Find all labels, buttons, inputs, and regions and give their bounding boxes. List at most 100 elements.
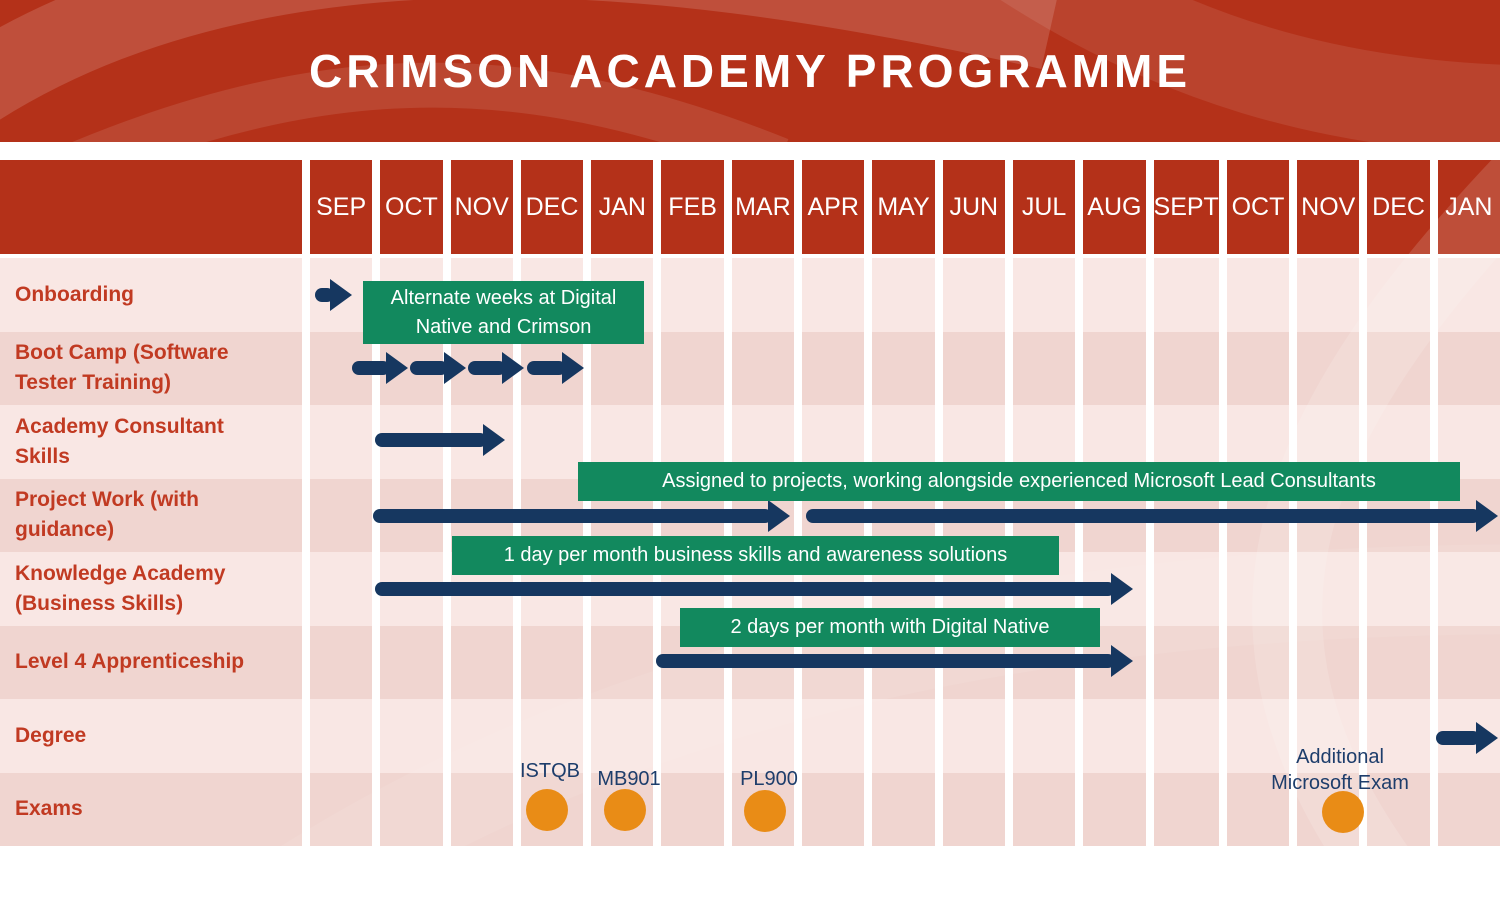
grid-cell xyxy=(1153,478,1219,552)
grid-cell xyxy=(802,625,865,699)
grid-cell xyxy=(1012,772,1076,846)
grid-cell xyxy=(1226,331,1290,405)
grid-cell xyxy=(872,478,935,552)
grid-cell xyxy=(872,331,935,405)
grid-cell xyxy=(1367,552,1430,626)
grid-cell xyxy=(380,478,443,552)
grid-cell xyxy=(1297,478,1360,552)
grid-cell xyxy=(731,405,795,479)
grid-cell xyxy=(450,331,513,405)
row-label: Academy Consultant Skills xyxy=(0,405,302,479)
grid-cell xyxy=(802,699,865,773)
grid-cell xyxy=(520,552,584,626)
grid-cell xyxy=(731,772,795,846)
grid-cell xyxy=(380,405,443,479)
grid-cell xyxy=(942,478,1005,552)
month-header-8: MAY xyxy=(872,160,935,258)
grid-cell xyxy=(1367,625,1430,699)
grid-cell xyxy=(731,331,795,405)
grid-cell xyxy=(1012,405,1076,479)
grid-cell xyxy=(661,772,724,846)
grid-cell xyxy=(731,258,795,332)
grid-cell xyxy=(1437,331,1500,405)
grid-cell xyxy=(661,478,724,552)
grid-cell xyxy=(942,405,1005,479)
grid-cell xyxy=(802,478,865,552)
month-header-1: OCT xyxy=(380,160,443,258)
month-header-11: AUG xyxy=(1083,160,1146,258)
grid-cell xyxy=(1153,258,1219,332)
grid-cell xyxy=(1012,331,1076,405)
grid-cell xyxy=(1083,625,1146,699)
grid-cell xyxy=(1226,772,1290,846)
grid-cell xyxy=(380,552,443,626)
month-header-15: DEC xyxy=(1367,160,1430,258)
grid-cell xyxy=(661,699,724,773)
grid-cell xyxy=(450,552,513,626)
grid-cell xyxy=(1367,772,1430,846)
month-header-0: SEP xyxy=(310,160,373,258)
grid-cell xyxy=(1297,625,1360,699)
grid-cell xyxy=(1153,331,1219,405)
grid-cell xyxy=(310,405,373,479)
month-header-2: NOV xyxy=(450,160,513,258)
grid-cell xyxy=(1012,625,1076,699)
grid-cell xyxy=(591,405,654,479)
grid-cell xyxy=(1012,258,1076,332)
grid-cell xyxy=(731,552,795,626)
month-header-3: DEC xyxy=(520,160,584,258)
grid-cell xyxy=(380,699,443,773)
grid-cell xyxy=(1012,699,1076,773)
grid-cell xyxy=(1297,699,1360,773)
grid-cell xyxy=(661,552,724,626)
grid-cell xyxy=(1297,405,1360,479)
grid-cell xyxy=(802,552,865,626)
grid-cell xyxy=(310,772,373,846)
grid-cell xyxy=(520,331,584,405)
grid-cell xyxy=(731,478,795,552)
grid-cell xyxy=(310,258,373,332)
grid-cell xyxy=(872,258,935,332)
grid-cell xyxy=(731,625,795,699)
row-label: Onboarding xyxy=(0,258,302,332)
grid-cell xyxy=(450,772,513,846)
grid-cell xyxy=(591,331,654,405)
grid-cell xyxy=(661,331,724,405)
grid-cell xyxy=(1437,625,1500,699)
grid-cell xyxy=(1297,772,1360,846)
grid-cell xyxy=(1226,699,1290,773)
month-header-4: JAN xyxy=(591,160,654,258)
grid-cell xyxy=(802,331,865,405)
month-header-13: OCT xyxy=(1226,160,1290,258)
grid-cell xyxy=(942,699,1005,773)
grid-cell xyxy=(1437,405,1500,479)
grid-cell xyxy=(450,625,513,699)
grid-cell xyxy=(1153,699,1219,773)
grid-cell xyxy=(1226,625,1290,699)
grid-cell xyxy=(1153,772,1219,846)
grid-cell xyxy=(1083,258,1146,332)
grid-cell xyxy=(591,625,654,699)
grid-cell xyxy=(310,331,373,405)
grid-cell xyxy=(1153,625,1219,699)
month-header-16: JAN xyxy=(1437,160,1500,258)
grid-cell xyxy=(591,552,654,626)
grid-cell xyxy=(872,772,935,846)
grid-cell xyxy=(872,625,935,699)
grid-cell xyxy=(1437,772,1500,846)
grid-cell xyxy=(1367,478,1430,552)
grid-cell xyxy=(450,258,513,332)
grid-cell xyxy=(1297,258,1360,332)
page-title: CRIMSON ACADEMY PROGRAMME xyxy=(308,45,1192,97)
grid-cell xyxy=(661,625,724,699)
grid-cell xyxy=(380,772,443,846)
grid-cell xyxy=(942,552,1005,626)
month-header-7: APR xyxy=(802,160,865,258)
grid-cell xyxy=(1297,552,1360,626)
grid-cell xyxy=(520,699,584,773)
header-corner-cell xyxy=(0,160,302,258)
grid-cell xyxy=(1083,699,1146,773)
grid-cell xyxy=(591,258,654,332)
grid-cell xyxy=(1226,405,1290,479)
